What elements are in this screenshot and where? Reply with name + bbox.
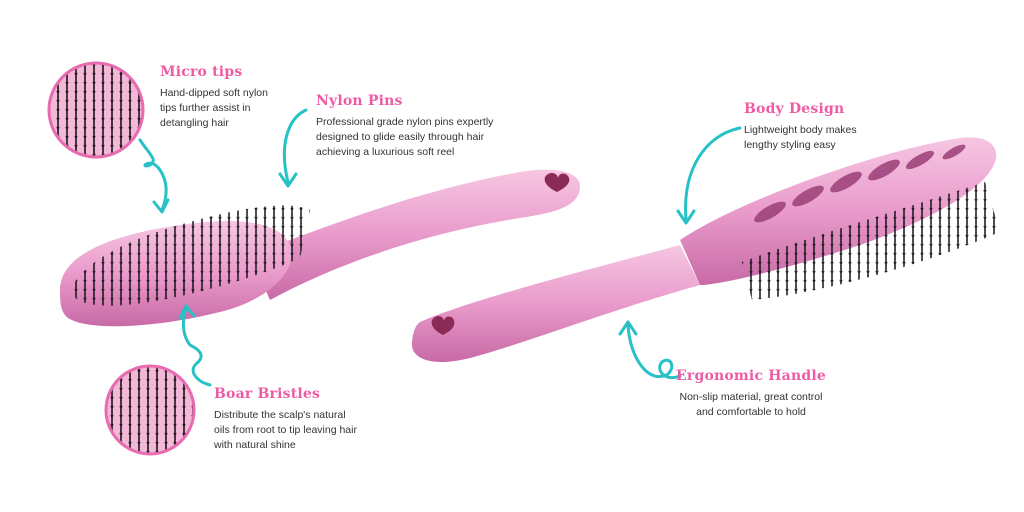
ergonomic-handle-title: Ergonomic Handle	[676, 368, 826, 384]
nylon-pins-callout: Nylon Pins Professional grade nylon pins…	[316, 93, 496, 160]
ergonomic-handle-callout: Ergonomic Handle Non-slip material, grea…	[676, 368, 826, 420]
right-brush	[411, 137, 1000, 363]
micro-tips-title: Micro tips	[160, 64, 243, 80]
nylon-pins-curved-arrow-icon	[278, 108, 308, 188]
ergonomic-handle-curved-arrow-icon	[618, 320, 682, 379]
right-brush-handle	[411, 245, 700, 363]
left-brush-handle	[250, 169, 580, 300]
boar-bristles-title: Boar Bristles	[214, 386, 321, 402]
boar-bristles-curved-arrow-icon	[178, 304, 212, 387]
boar-bristles-zoom-circle	[104, 364, 196, 456]
body-design-curved-arrow-icon	[676, 126, 742, 225]
micro-tips-callout: Micro tips Hand-dipped soft nylon tips f…	[160, 64, 280, 131]
boar-bristles-text: Distribute the scalp's natural oils from…	[214, 409, 357, 451]
left-brush-heart-hole	[544, 172, 570, 192]
right-brush-vents	[754, 144, 966, 223]
right-brush-heart-hole	[431, 315, 455, 335]
boar-bristles-callout: Boar Bristles Distribute the scalp's nat…	[214, 386, 364, 453]
nylon-pins-text: Professional grade nylon pins expertly d…	[316, 116, 494, 158]
right-brush-head	[680, 137, 997, 285]
body-design-text: Lightweight body makes lengthy styling e…	[744, 124, 857, 151]
ergonomic-handle-text: Non-slip material, great control and com…	[679, 391, 823, 418]
body-design-title: Body Design	[744, 101, 845, 117]
right-brush-bristles	[742, 182, 1000, 300]
micro-tips-curved-arrow-icon	[138, 138, 170, 214]
body-design-callout: Body Design Lightweight body makes lengt…	[744, 101, 864, 153]
left-brush	[60, 169, 580, 327]
micro-tips-zoom-circle	[47, 61, 145, 159]
nylon-pins-title: Nylon Pins	[316, 93, 403, 109]
left-brush-bristles	[70, 205, 310, 306]
micro-tips-text: Hand-dipped soft nylon tips further assi…	[160, 87, 268, 129]
